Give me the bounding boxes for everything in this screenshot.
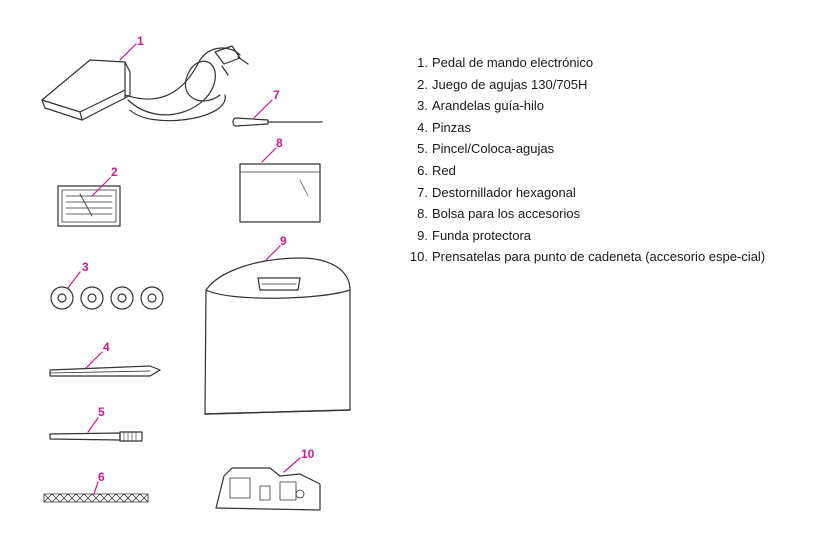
list-item: 10.Prensatelas para punto de cadeneta (a… bbox=[408, 246, 808, 268]
callout-leader-8 bbox=[261, 147, 277, 163]
list-item-number: 4. bbox=[417, 119, 428, 135]
list-item-number: 7. bbox=[417, 184, 428, 200]
callout-10: 10 bbox=[301, 447, 315, 461]
screwdriver-drawing bbox=[232, 117, 323, 127]
accessory-list: 1. Pedal de mando electrónico 2.Juego de … bbox=[408, 52, 808, 268]
callout-1: 1 bbox=[137, 34, 144, 48]
list-item-text: Prensatelas para punto de cadeneta (acce… bbox=[432, 249, 766, 265]
list-item-number: 6. bbox=[417, 162, 428, 178]
list-item: 4.Pinzas bbox=[408, 117, 808, 139]
callout-6: 6 bbox=[98, 470, 105, 484]
list-item-number: 5. bbox=[417, 141, 428, 157]
list-item: 8.Bolsa para los accesorios bbox=[408, 203, 808, 225]
list-item: 6.Red bbox=[408, 160, 808, 182]
dust-cover-drawing bbox=[204, 257, 351, 415]
accessories-illustration bbox=[41, 43, 351, 511]
callout-leader-7 bbox=[253, 99, 273, 119]
list-item-text: Pincel/Coloca-agujas bbox=[432, 141, 555, 157]
list-item: 9.Funda protectora bbox=[408, 225, 808, 247]
list-item-text: Funda protectora bbox=[432, 227, 532, 243]
callout-leader-10 bbox=[283, 457, 301, 473]
needle-pack-drawing bbox=[57, 185, 121, 227]
list-item: 3.Arandelas guía-hilo bbox=[408, 95, 808, 117]
accessory-bag-drawing bbox=[239, 163, 321, 223]
callout-leader-3 bbox=[67, 271, 81, 289]
list-item-number: 2. bbox=[417, 76, 428, 92]
callout-7: 7 bbox=[273, 88, 280, 102]
callout-leader-4 bbox=[85, 351, 103, 369]
callout-leader-2 bbox=[91, 177, 111, 197]
list-item-text: Bolsa para los accesorios bbox=[432, 206, 581, 222]
list-item-text: Red bbox=[432, 162, 456, 178]
foot-pedal-drawing bbox=[41, 45, 249, 122]
list-item: 5.Pincel/Coloca-agujas bbox=[408, 138, 808, 160]
list-item-text: Arandelas guía-hilo bbox=[432, 98, 545, 114]
list-item-text: Juego de agujas 130/705H bbox=[432, 76, 588, 92]
list-item-number: 9. bbox=[417, 227, 428, 243]
net-drawing bbox=[43, 493, 149, 503]
list-item-number: 8. bbox=[417, 206, 428, 222]
washers-drawing bbox=[50, 286, 164, 310]
callout-3: 3 bbox=[82, 260, 89, 274]
list-item-text: Destornillador hexagonal bbox=[432, 184, 576, 200]
tweezers-drawing bbox=[49, 365, 161, 377]
callout-8: 8 bbox=[276, 136, 283, 150]
callout-leader-6 bbox=[93, 481, 99, 495]
list-item: 2.Juego de agujas 130/705H bbox=[408, 74, 808, 96]
callout-leader-5 bbox=[87, 417, 99, 433]
callout-5: 5 bbox=[98, 405, 105, 419]
list-item: 7.Destornillador hexagonal bbox=[408, 182, 808, 204]
callout-2: 2 bbox=[111, 165, 118, 179]
presser-foot-drawing bbox=[215, 467, 321, 511]
callout-leader-1 bbox=[119, 43, 137, 61]
list-item-number: 10. bbox=[409, 249, 428, 265]
list-item-text: Pinzas bbox=[432, 119, 472, 135]
callout-9: 9 bbox=[280, 234, 287, 248]
list-item-number: 1. bbox=[417, 55, 428, 70]
callout-4: 4 bbox=[103, 340, 110, 354]
list-item: 1. Pedal de mando electrónico bbox=[408, 52, 808, 74]
list-item-number: 3. bbox=[417, 98, 428, 114]
brush-drawing bbox=[49, 431, 143, 442]
callout-leader-9 bbox=[265, 245, 281, 261]
list-item-text: Pedal de mando electrónico bbox=[432, 55, 594, 70]
